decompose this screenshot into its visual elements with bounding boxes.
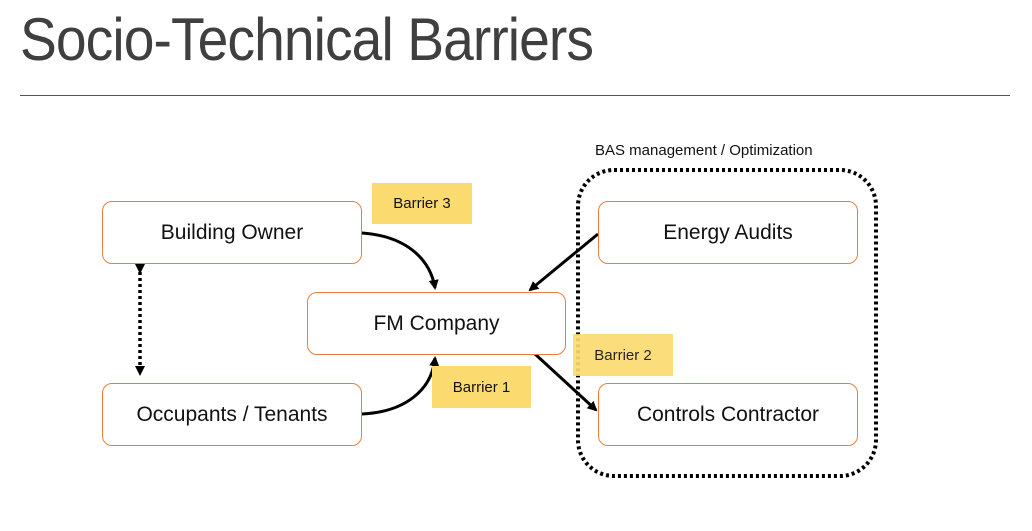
edge-occupants-to-fm	[361, 356, 440, 416]
edge-owner-to-fm	[361, 231, 439, 290]
slide-title: Socio-Technical Barriers	[20, 6, 594, 73]
title-divider	[20, 95, 1010, 96]
node-energy-audits[interactable]: Energy Audits	[598, 201, 858, 264]
node-controls-contractor[interactable]: Controls Contractor	[598, 383, 858, 446]
barrier-3-label: Barrier 3	[372, 183, 472, 224]
barrier-1-label: Barrier 1	[432, 366, 531, 408]
edge-fm-to-contractor	[533, 352, 598, 412]
bas-group-boundary	[576, 168, 878, 478]
node-occupants-tenants[interactable]: Occupants / Tenants	[102, 383, 362, 446]
barrier-2-label: Barrier 2	[573, 334, 673, 376]
node-building-owner[interactable]: Building Owner	[102, 201, 362, 264]
edge-audits-to-fm	[528, 232, 599, 292]
node-fm-company[interactable]: FM Company	[307, 292, 566, 355]
bas-group-label: BAS management / Optimization	[595, 142, 813, 159]
